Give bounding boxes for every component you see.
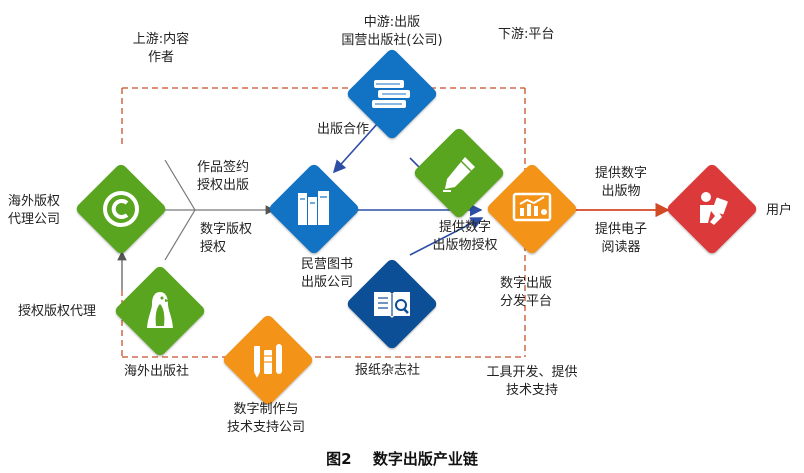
- design-tools-icon: [254, 344, 282, 378]
- overseas-agent-node: [74, 162, 168, 256]
- publishing-coop-label: 出版合作: [317, 122, 370, 137]
- overseas-publisher-node: [113, 264, 207, 358]
- dashed-frame: [121, 87, 526, 358]
- digital-platform-node: [485, 162, 579, 256]
- licensing-agent-label: 授权版权代理: [18, 304, 97, 319]
- state-publisher-node: [345, 47, 439, 141]
- overseas-publisher-label: 海外出版社: [124, 364, 190, 379]
- copyright-icon: [103, 191, 139, 227]
- digital-rights-label: 数字版权 授权: [200, 222, 253, 255]
- works-signing-label: 作品签约 授权出版: [197, 160, 250, 193]
- chart-tablet-icon: [512, 192, 552, 222]
- reader-person-icon: [700, 192, 728, 225]
- figure-number: 图2: [326, 450, 352, 468]
- private-books-node: [267, 162, 361, 256]
- digital-tech-label: 数字制作与 技术支持公司: [226, 402, 305, 435]
- newspaper-node: [345, 257, 439, 351]
- penguin-icon: [147, 292, 173, 328]
- overseas-agent-label: 海外版权 代理公司: [8, 194, 61, 227]
- convergence-lines: [150, 159, 272, 261]
- magazine-to-platform-arrow: [409, 217, 484, 256]
- pen-write-icon: [443, 157, 475, 192]
- book-stack-icon: [372, 80, 410, 108]
- digital-license-label: 提供数字 出版物授权: [432, 220, 498, 253]
- private-books-label: 民营图书 出版公司: [300, 257, 353, 290]
- digital-tech-node: [221, 313, 315, 407]
- magazine-search-icon: [374, 292, 410, 318]
- provide-reader-label: 提供电子 阅读器: [594, 222, 647, 255]
- newspaper-label: 报纸杂志社: [355, 363, 421, 378]
- tools-support-label: 工具开发、提供 技术支持: [486, 365, 578, 398]
- provide-products-label: 提供数字 出版物: [594, 166, 647, 199]
- user-label: 用户: [766, 203, 793, 218]
- figure-title: 数字出版产业链: [372, 450, 478, 468]
- downstream-label: 下游:平台: [498, 27, 555, 42]
- user-node: [665, 162, 759, 256]
- midstream-label: 中游:出版 国营出版社(公司): [341, 15, 443, 48]
- digital-platform-label: 数字出版 分发平台: [499, 276, 552, 309]
- books-icon: [298, 191, 329, 225]
- upstream-label: 上游:内容 作者: [132, 32, 190, 65]
- figure-caption: 图2 数字出版产业链: [0, 448, 804, 469]
- publishing-coop-arrow: [332, 122, 379, 174]
- digital-license-node: [412, 126, 506, 220]
